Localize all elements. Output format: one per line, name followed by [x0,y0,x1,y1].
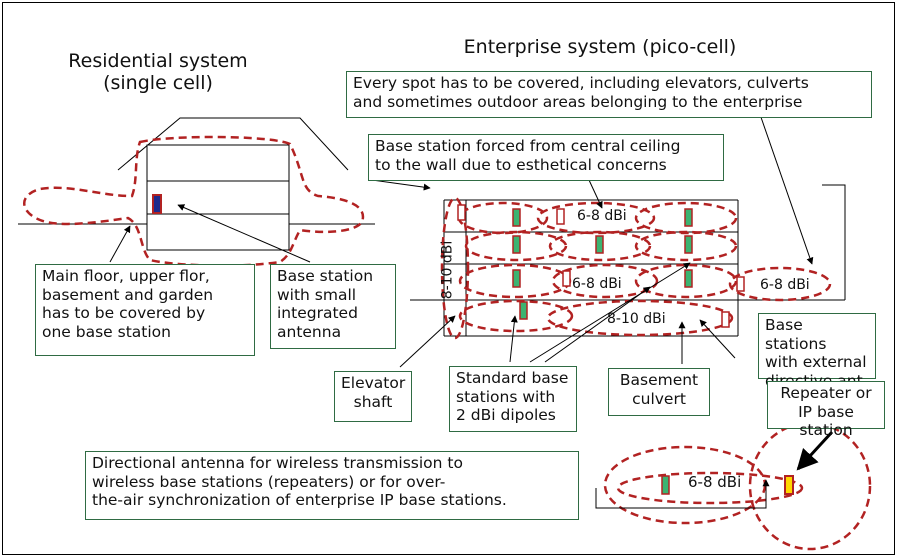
note-repeater: Repeater or IP base station [767,381,885,439]
gain-label-middle: 6-8 dBi [572,276,622,292]
note-directional: Directional antenna for wireless transmi… [85,451,579,520]
gain-label-top: 6-8 dBi [577,208,627,224]
residential-title: Residential system (single cell) [68,50,248,95]
residential-base-station [152,194,162,214]
gain-label-basement: 8-10 dBi [607,311,666,327]
enterprise-title: Enterprise system (pico-cell) [463,36,737,58]
note-small-antenna: Base station with small integrated anten… [270,264,396,349]
directional-base-station [661,475,670,495]
note-elevator: Elevator shaft [334,371,412,422]
note-basement: Basement culvert [608,368,710,416]
gain-label-bottom: 6-8 dBi [688,473,742,491]
enterprise-base-stations [512,208,693,320]
repeater-station [784,475,794,495]
directional-bracket [595,479,770,509]
residential-house [18,117,375,251]
pointer-arrows [109,99,834,471]
enterprise-coverage [440,196,832,340]
note-forced-wall: Base station forced from central ceiling… [368,134,724,181]
gain-label-shaft: 8-10 dBi [439,240,456,300]
note-standard-base: Standard base stations with 2 dBi dipole… [449,366,577,432]
wall-mounted-stations [457,204,745,328]
gain-label-outdoor: 6-8 dBi [760,277,810,293]
note-every-spot: Every spot has to be covered, including … [346,71,872,118]
note-main-floor: Main floor, upper flor, basement and gar… [35,264,255,356]
note-external-ant: Base stations with external directive an… [758,313,876,390]
